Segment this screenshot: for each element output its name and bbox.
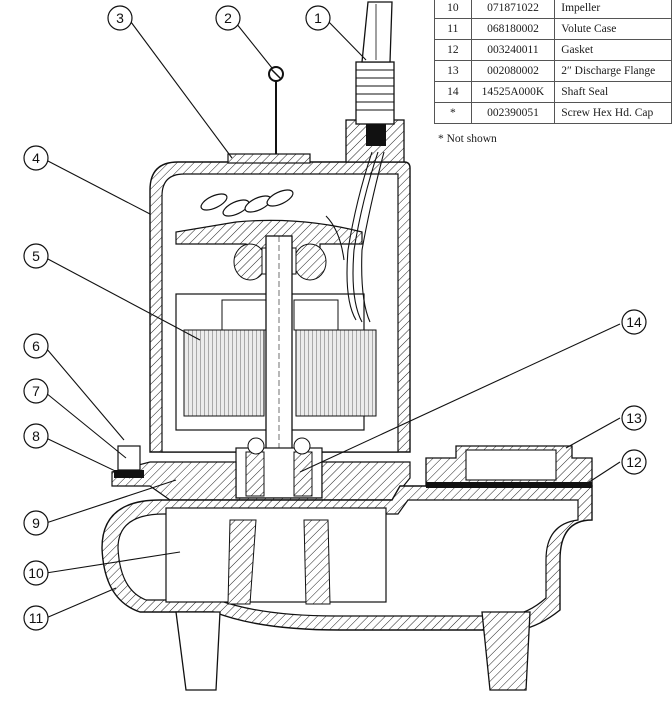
svg-text:3: 3 <box>116 10 124 26</box>
top-plug <box>227 66 311 164</box>
callout-13: 13 <box>621 405 647 431</box>
svg-text:8: 8 <box>32 428 40 444</box>
seal-plate <box>111 445 411 501</box>
callout-2: 2 <box>215 5 241 31</box>
callout-10: 10 <box>23 560 49 586</box>
callout-3: 3 <box>107 5 133 31</box>
svg-text:4: 4 <box>32 150 40 166</box>
callout-6: 6 <box>23 333 49 359</box>
svg-text:12: 12 <box>626 454 642 470</box>
part-number-cell: 12 <box>434 39 472 61</box>
callout-14: 14 <box>621 309 647 335</box>
callout-9: 9 <box>23 510 49 536</box>
part-description-cell: Volute Case <box>554 18 672 40</box>
svg-text:11: 11 <box>29 610 44 626</box>
svg-text:13: 13 <box>626 410 642 426</box>
svg-text:9: 9 <box>32 515 40 531</box>
svg-text:2: 2 <box>224 10 232 26</box>
part-description-cell: Impeller <box>554 0 672 19</box>
part-description-cell: Gasket <box>554 39 672 61</box>
pump-legs <box>175 611 531 691</box>
part-code-cell: 068180002 <box>470 18 556 40</box>
svg-text:14: 14 <box>626 314 642 330</box>
cord-connector <box>345 1 405 163</box>
part-code-cell: 071871022 <box>470 0 556 19</box>
callout-5: 5 <box>23 243 49 269</box>
callout-12: 12 <box>621 449 647 475</box>
callout-8: 8 <box>23 423 49 449</box>
impeller <box>165 507 387 605</box>
callout-1: 1 <box>305 5 331 31</box>
lower-bearing <box>235 437 323 499</box>
part-code-cell: 14525A000K <box>470 81 556 103</box>
part-number-cell: 14 <box>434 81 472 103</box>
part-description-cell: 2″ Discharge Flange <box>554 60 672 82</box>
svg-text:1: 1 <box>314 10 322 26</box>
part-description-cell: Shaft Seal <box>554 81 672 103</box>
wire-caps <box>200 189 294 217</box>
svg-text:6: 6 <box>32 338 40 354</box>
part-number-cell: * <box>434 102 472 124</box>
callout-11: 11 <box>23 605 49 631</box>
svg-text:7: 7 <box>32 383 40 399</box>
part-code-cell: 002080002 <box>470 60 556 82</box>
part-code-cell: 002390051 <box>470 102 556 124</box>
svg-text:5: 5 <box>32 248 40 264</box>
discharge-flange <box>425 445 593 488</box>
callout-4: 4 <box>23 145 49 171</box>
part-description-cell: Screw Hex Hd. Cap <box>554 102 672 124</box>
part-number-cell: 10 <box>434 0 472 19</box>
svg-text:10: 10 <box>28 565 44 581</box>
lead-wires <box>325 151 385 323</box>
part-number-cell: 13 <box>434 60 472 82</box>
leader-lines <box>45 17 621 619</box>
table-footnote: * Not shown <box>438 133 497 145</box>
part-number-cell: 11 <box>434 18 472 40</box>
callout-7: 7 <box>23 378 49 404</box>
part-code-cell: 003240011 <box>470 39 556 61</box>
